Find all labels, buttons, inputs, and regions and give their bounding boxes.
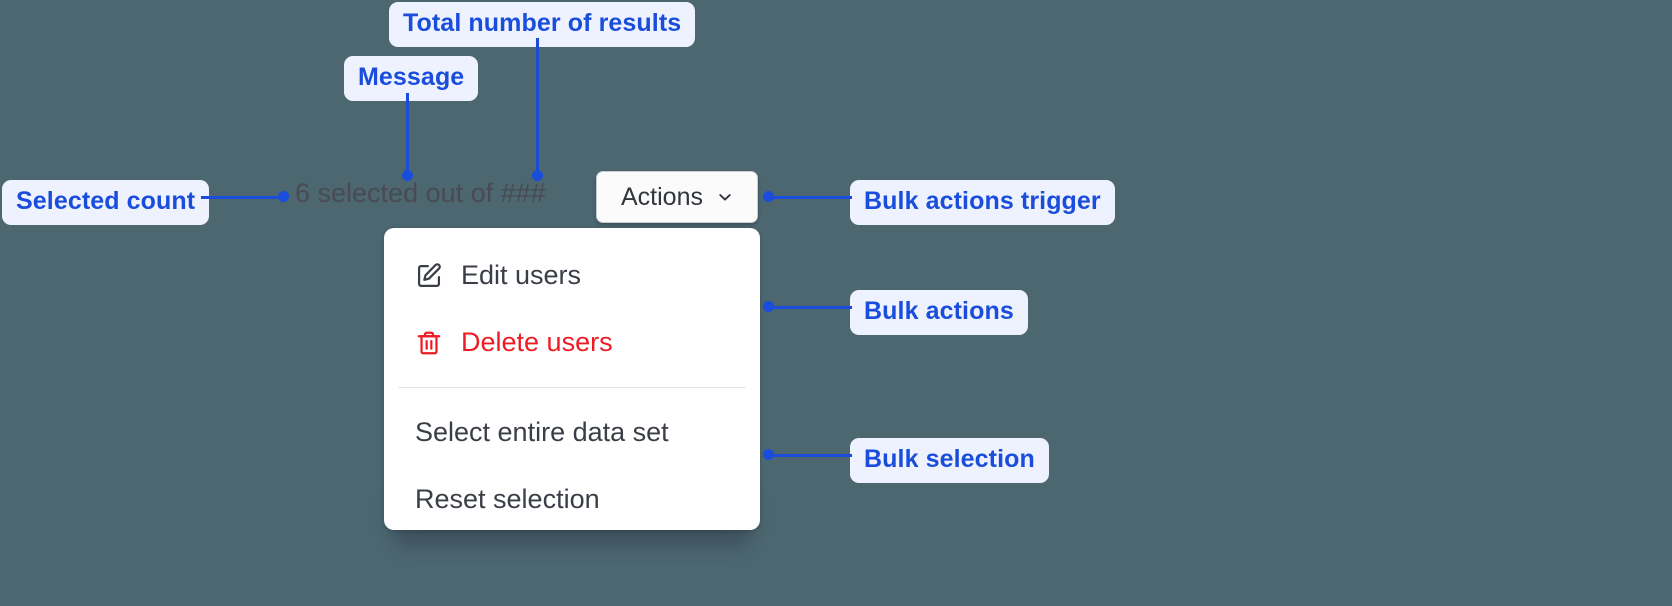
menu-item-select-entire-data-set-label: Select entire data set — [415, 417, 669, 447]
menu-item-delete-users-label: Delete users — [461, 327, 613, 357]
bulk-actions-menu: Edit users Delete users Select entire da… — [384, 228, 760, 530]
callout-total-number-of-results: Total number of results — [389, 2, 696, 47]
callout-bulk-selection: Bulk selection — [850, 438, 1049, 483]
leader-line-bulk-actions-trigger — [766, 196, 852, 199]
leader-dot-bulk-actions-trigger — [763, 191, 774, 202]
leader-line-bulk-selection — [766, 454, 852, 457]
leader-line-bulk-actions — [766, 306, 852, 309]
menu-item-select-entire-data-set[interactable]: Select entire data set — [384, 399, 760, 466]
bulk-actions-trigger-button[interactable]: Actions — [596, 171, 758, 223]
menu-item-delete-users[interactable]: Delete users — [384, 309, 760, 376]
selection-count-message: 6 selected out of ### — [295, 178, 546, 208]
bulk-actions-trigger-label: Actions — [621, 182, 703, 211]
leader-dot-bulk-selection — [763, 449, 774, 460]
callout-bulk-actions-trigger: Bulk actions trigger — [850, 180, 1115, 225]
menu-item-edit-users-label: Edit users — [461, 260, 582, 290]
callout-message: Message — [344, 56, 479, 101]
menu-separator — [398, 387, 746, 388]
menu-item-reset-selection-label: Reset selection — [415, 484, 600, 514]
edit-pencil-icon — [415, 262, 443, 290]
leader-line-message — [406, 93, 409, 174]
menu-item-edit-users[interactable]: Edit users — [384, 242, 760, 309]
menu-item-reset-selection[interactable]: Reset selection — [384, 466, 760, 530]
leader-dot-bulk-actions — [763, 301, 774, 312]
callout-bulk-actions: Bulk actions — [850, 290, 1028, 335]
chevron-down-icon — [717, 189, 733, 205]
leader-line-selected-count — [201, 196, 287, 199]
trash-icon — [415, 329, 443, 357]
leader-dot-message — [402, 170, 413, 181]
leader-dot-total-number-of-results — [532, 170, 543, 181]
callout-selected-count: Selected count — [2, 180, 210, 225]
leader-dot-selected-count — [278, 191, 289, 202]
leader-line-total-number-of-results — [536, 38, 539, 174]
